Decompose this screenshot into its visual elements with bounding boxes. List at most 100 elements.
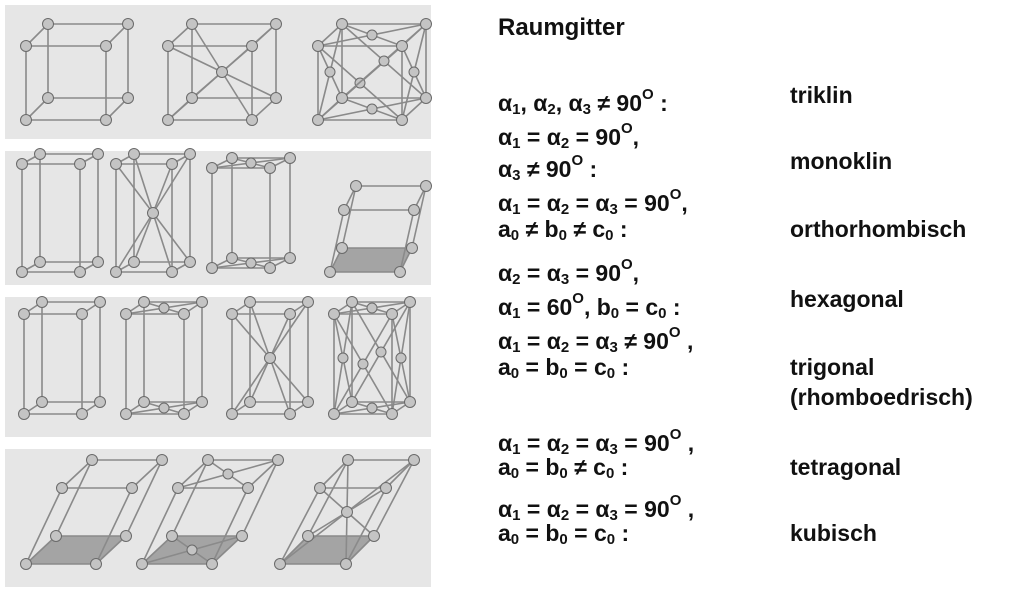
lattice-atom <box>42 92 54 104</box>
lattice-atom <box>341 506 353 518</box>
lattice-atom <box>357 358 369 370</box>
lattice-atom <box>338 204 350 216</box>
lattice-atom <box>312 40 324 52</box>
title: Raumgitter <box>498 14 625 41</box>
lattice-atom <box>206 162 218 174</box>
lattice-atom <box>92 256 104 268</box>
lattice-atom <box>216 66 228 78</box>
lattice-atom <box>337 352 349 364</box>
lattice-atom <box>245 257 257 269</box>
lattice-atom <box>178 308 190 320</box>
lattice-edge <box>279 487 321 565</box>
lattice-atom <box>368 530 380 542</box>
lattice-edge <box>329 209 345 273</box>
lattice-edge <box>411 185 427 249</box>
lattice-edge <box>346 487 387 513</box>
lattice-edge <box>279 535 309 565</box>
lattice-atom <box>284 308 296 320</box>
condition-line: α1 = α2 = α3 = 90O, <box>498 186 688 218</box>
lattice-atom <box>264 162 276 174</box>
lattice-edge <box>191 23 223 73</box>
crystal-system-label: hexagonal <box>790 286 904 312</box>
lattice-edge <box>25 487 63 565</box>
lattice-atom <box>94 396 106 408</box>
lattice-atom <box>166 158 178 170</box>
condition-line: α1 = α2 = 90O, <box>498 120 640 152</box>
lattice-atom <box>366 402 378 414</box>
lattice-atom <box>244 296 256 308</box>
lattice-atom <box>378 55 390 67</box>
lattice-atom <box>270 18 282 30</box>
lattice-edge <box>152 153 191 214</box>
row-panel <box>3 447 433 589</box>
lattice-atom <box>36 396 48 408</box>
lattice-atom <box>328 408 340 420</box>
lattice-atom <box>20 40 32 52</box>
lattice-atom <box>264 262 276 274</box>
lattice-atom <box>314 482 326 494</box>
lattice-atom <box>147 207 159 219</box>
lattice-atom <box>122 18 134 30</box>
lattice-atom <box>270 92 282 104</box>
lattice-edge <box>133 153 154 214</box>
condition-line: α1 = α2 = α3 = 90O , <box>498 426 695 458</box>
lattice-atom <box>336 18 348 30</box>
lattice-edge <box>95 487 133 565</box>
lattice-edge <box>171 459 209 537</box>
lattice-atom <box>420 180 432 192</box>
lattice-edge <box>211 487 249 565</box>
lattice-edge <box>231 313 271 359</box>
lattice-edge <box>133 212 154 263</box>
crystal-system-label: (rhomboedrisch) <box>790 384 973 410</box>
lattice-atom <box>302 530 314 542</box>
lattice-edge <box>211 535 243 565</box>
lattice-edge <box>95 535 127 565</box>
lattice-atom <box>186 18 198 30</box>
lattice-atom <box>375 346 387 358</box>
lattice-atom <box>74 266 86 278</box>
lattice-atom <box>396 114 408 126</box>
lattice-atom <box>100 114 112 126</box>
lattice-atom <box>336 92 348 104</box>
condition-line: α1 = 60O, b0 = c0 : <box>498 290 681 322</box>
lattice-atom <box>222 468 234 480</box>
lattice-atom <box>245 157 257 169</box>
lattice-edge <box>249 357 271 403</box>
lattice-atom <box>122 92 134 104</box>
lattice-edge <box>55 459 93 537</box>
lattice-edge <box>115 212 154 273</box>
lattice-atom <box>18 408 30 420</box>
condition-line: α1, α2, α3 ≠ 90O : <box>498 86 668 118</box>
lattice-atom <box>172 482 184 494</box>
lattice-svg <box>3 3 433 589</box>
text-panel: Raumgitter α1, α2, α3 ≠ 90O :α1 = α2 = 9… <box>436 0 1024 588</box>
lattice-atom <box>406 242 418 254</box>
lattice-atom <box>302 296 314 308</box>
shadow <box>330 248 412 272</box>
lattice-atom <box>284 408 296 420</box>
lattice-atom <box>408 66 420 78</box>
lattice-atom <box>366 103 378 115</box>
lattice-illustrations <box>0 0 436 589</box>
lattice-atom <box>184 148 196 160</box>
lattice-atom <box>76 308 88 320</box>
lattice-atom <box>236 530 248 542</box>
lattice-edge <box>221 71 253 121</box>
condition-line: α2 = α3 = 90O, <box>498 256 640 288</box>
lattice-atom <box>86 454 98 466</box>
lattice-atom <box>16 266 28 278</box>
condition-line: a0 ≠ b0 ≠ c0 : <box>498 216 628 244</box>
condition-line: a0 = b0 = c0 : <box>498 354 630 382</box>
lattice-atom <box>76 408 88 420</box>
lattice-atom <box>408 204 420 216</box>
lattice-atom <box>366 29 378 41</box>
condition-line: α3 ≠ 90O : <box>498 152 598 184</box>
lattice-atom <box>136 558 148 570</box>
lattice-edge <box>152 163 173 214</box>
lattice-atom <box>166 530 178 542</box>
lattice-atom <box>90 558 102 570</box>
lattice-atom <box>420 18 432 30</box>
lattice-atom <box>186 92 198 104</box>
lattice-atom <box>408 454 420 466</box>
lattice-atom <box>120 530 132 542</box>
